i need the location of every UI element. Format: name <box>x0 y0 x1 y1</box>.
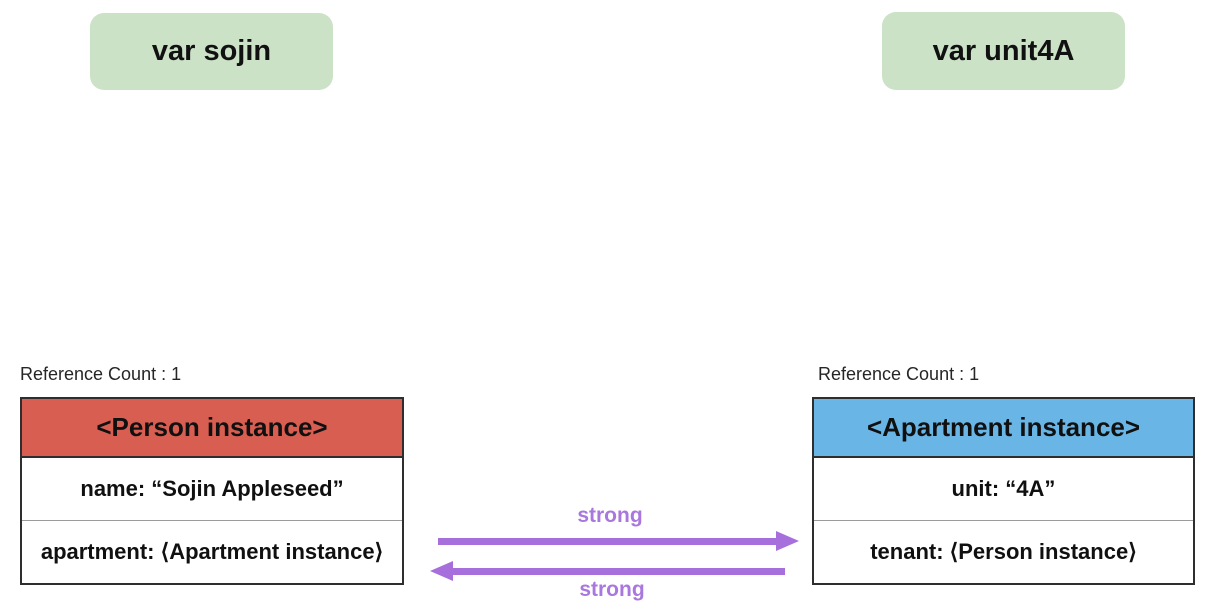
strong-label-top: strong <box>577 504 643 527</box>
apartment-unit-row: unit: “4A” <box>951 476 1056 501</box>
person-ref-count-label: Reference Count : 1 <box>20 364 182 384</box>
person-instance-table: <Person instance> name: “Sojin Appleseed… <box>20 397 404 585</box>
var-sojin-box: var sojin <box>90 13 333 90</box>
arrow-right-head-icon <box>776 531 799 551</box>
var-sojin-label: var sojin <box>151 35 272 67</box>
person-table-header: <Person instance> <box>22 399 402 458</box>
var-unit4a-label: var unit4A <box>932 34 1075 67</box>
strong-arrow-right-line <box>438 538 777 545</box>
strong-arrow-left-line <box>452 568 785 575</box>
var-unit4a-box: var unit4A <box>882 12 1125 90</box>
strong-label-bottom: strong <box>579 578 645 601</box>
arrow-left-head-icon <box>430 561 453 581</box>
apartment-tenant-row: tenant: ⟨Person instance⟩ <box>814 520 1193 582</box>
person-apartment-row: apartment: ⟨Apartment instance⟩ <box>22 520 402 582</box>
person-name-row: name: “Sojin Appleseed” <box>80 476 344 501</box>
apartment-ref-count-label: Reference Count : 1 <box>818 364 980 384</box>
apartment-instance-table: <Apartment instance> unit: “4A” tenant: … <box>812 397 1195 585</box>
apartment-table-header: <Apartment instance> <box>814 399 1193 458</box>
